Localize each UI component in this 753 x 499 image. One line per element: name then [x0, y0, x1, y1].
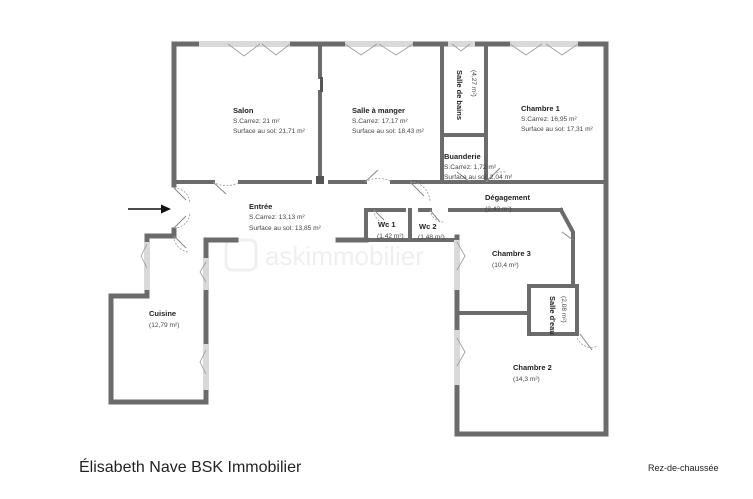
- room-name: Entrée: [249, 202, 272, 211]
- room-area: (1,48 m²): [418, 234, 445, 241]
- room-chambre-2: Chambre 2 (14,3 m²): [513, 363, 552, 383]
- room-area: (4,27 m²): [470, 70, 477, 97]
- watermark-text: askimmobilier: [265, 241, 424, 271]
- room-name: Chambre 2: [513, 363, 552, 372]
- window-sashes: [140, 43, 579, 375]
- room-area: (12,79 m²): [149, 322, 179, 329]
- watermark: askimmobilier: [224, 238, 424, 272]
- room-floor-area: Surface au sol: 13,85 m²: [249, 225, 322, 232]
- room-carrez: S.Carrez: 16,95 m²: [521, 116, 578, 123]
- room-carrez: S.Carrez: 1,72 m²: [444, 164, 497, 171]
- room-salon: Salon S.Carrez: 21 m² Surface au sol: 21…: [233, 106, 306, 135]
- room-wc-2: Wc 2 (1,48 m²): [418, 222, 445, 241]
- room-name: Dégagement: [485, 193, 531, 202]
- windows: [144, 41, 578, 390]
- room-wc-1: Wc 1 (1,42 m²): [377, 220, 404, 240]
- room-area: (2,08 m²): [560, 296, 567, 323]
- room-salle-a-manger: Salle à manger S.Carrez: 17,17 m² Surfac…: [352, 106, 425, 135]
- room-degagement: Dégagement (2,43 m²): [485, 193, 531, 213]
- room-area: (2,43 m²): [485, 206, 512, 213]
- room-name: Salle d'eau: [548, 296, 557, 335]
- room-name: Wc 2: [419, 222, 437, 231]
- doors: [173, 167, 599, 351]
- room-floor-area: Surface au sol: 21,71 m²: [233, 128, 306, 135]
- room-name: Cuisine: [149, 309, 176, 318]
- room-carrez: S.Carrez: 21 m²: [233, 118, 280, 125]
- room-salle-d-eau: Salle d'eau (2,08 m²): [548, 296, 567, 335]
- room-buanderie: Buanderie S.Carrez: 1,72 m² Surface au s…: [444, 152, 513, 181]
- room-cuisine: Cuisine (12,79 m²): [149, 309, 179, 329]
- room-name: Chambre 1: [521, 104, 560, 113]
- room-floor-area: Surface au sol: 18,43 m²: [352, 128, 425, 135]
- room-name: Buanderie: [444, 152, 481, 161]
- fixtures: [316, 77, 324, 184]
- room-area: (14,3 m²): [513, 376, 540, 383]
- room-area: (1,42 m²): [377, 233, 404, 240]
- room-name: Chambre 3: [492, 249, 531, 258]
- interior-walls: [172, 42, 608, 336]
- floor-level-label: Rez-de-chaussée: [648, 463, 719, 473]
- room-area: (10,4 m²): [492, 262, 519, 269]
- room-entree: Entrée S.Carrez: 13,13 m² Surface au sol…: [249, 202, 322, 232]
- room-name: Salle de bains: [455, 70, 464, 120]
- room-floor-area: Surface au sol: 2,04 m²: [444, 174, 513, 181]
- room-chambre-3: Chambre 3 (10,4 m²): [492, 249, 531, 269]
- room-chambre-1: Chambre 1 S.Carrez: 16,95 m² Surface au …: [521, 104, 594, 133]
- room-name: Salon: [233, 106, 254, 115]
- room-name: Salle à manger: [352, 106, 405, 115]
- agency-name: Élisabeth Nave BSK Immobilier: [79, 459, 302, 476]
- room-floor-area: Surface au sol: 17,31 m²: [521, 126, 594, 133]
- room-carrez: S.Carrez: 17,17 m²: [352, 118, 409, 125]
- room-carrez: S.Carrez: 13,13 m²: [249, 214, 306, 221]
- room-name: Wc 1: [378, 220, 396, 229]
- arrow-right-icon: [128, 204, 171, 214]
- room-salle-de-bains: Salle de bains (4,27 m²): [455, 70, 477, 120]
